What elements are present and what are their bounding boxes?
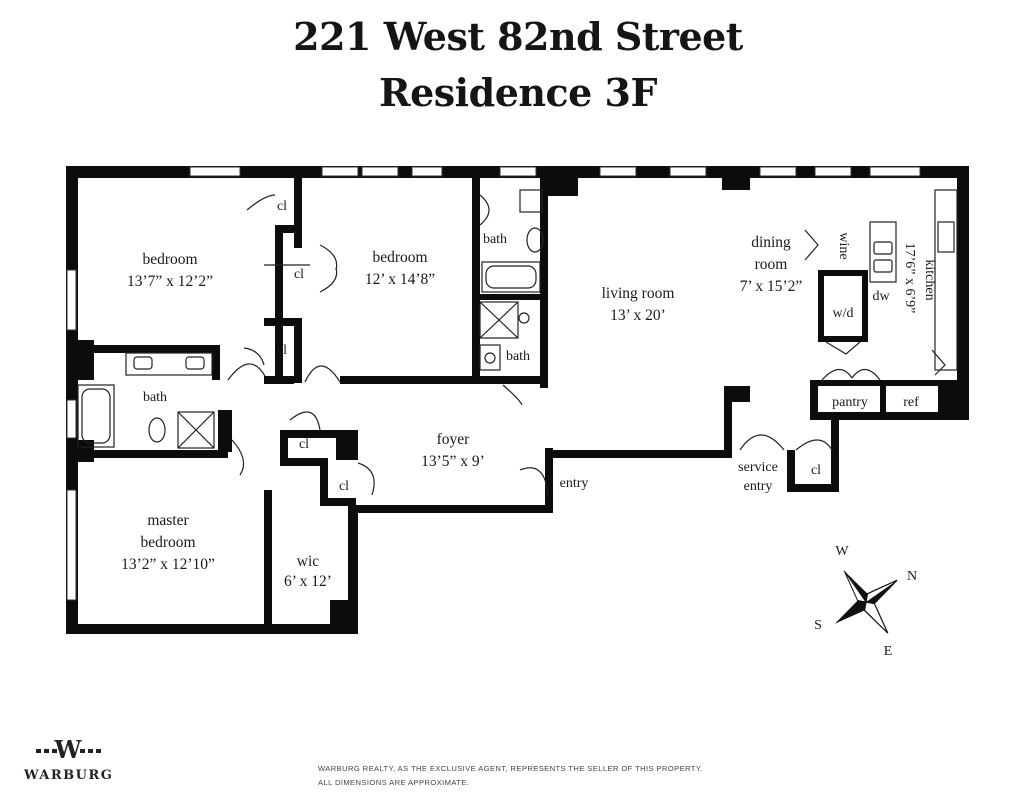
living-room-size: 13’ x 20’ [610, 307, 666, 324]
pantry-label: pantry [832, 395, 868, 410]
floorplan-title-address: 221 West 82nd Street [293, 14, 743, 59]
ref-label: ref [903, 395, 919, 410]
wine-label: wine [836, 232, 851, 259]
dining-size: 7’ x 15’2” [740, 278, 803, 295]
bath-label-1: bath [483, 232, 507, 247]
room-labels: bedroom 13’7” x 12’2” bedroom 12’ x 14’8… [121, 199, 937, 590]
bath-label-2: bath [506, 349, 530, 364]
wic-size: 6’ x 12’ [284, 573, 332, 590]
foyer-size: 13’5” x 9’ [421, 453, 485, 470]
master-bedroom-line2: bedroom [140, 534, 195, 551]
compass-e: E [884, 644, 893, 659]
compass-n: N [907, 569, 917, 584]
master-bedroom-line1: master [147, 512, 189, 529]
compass-w: W [835, 544, 849, 559]
closet-label-6: cl [811, 463, 821, 478]
kitchen-size: 17’6” x 6’9” [902, 243, 917, 314]
closet-label-4: cl [299, 437, 309, 452]
floorplan-title-residence: Residence 3F [379, 70, 657, 115]
bath-label-3: bath [143, 390, 167, 405]
doors [227, 194, 946, 496]
foyer-label: foyer [437, 431, 471, 448]
closet-label-1: cl [277, 199, 287, 214]
dining-label-line1: dining [751, 234, 791, 251]
bedroom2-size: 12’ x 14’8” [365, 271, 435, 288]
windows [66, 166, 921, 601]
living-room-label: living room [602, 285, 675, 302]
bedroom2-label: bedroom [372, 249, 427, 266]
service-entry-line1: service [738, 460, 778, 475]
logo-mark: W [54, 735, 83, 764]
dining-label-line2: room [755, 256, 788, 273]
compass-rose [834, 570, 898, 634]
entry-label: entry [560, 476, 589, 491]
interior-walls [78, 178, 938, 630]
fixtures [77, 189, 958, 449]
service-entry-line2: entry [744, 479, 773, 494]
disclaimer-line2: ALL DIMENSIONS ARE APPROXIMATE. [318, 778, 470, 787]
disclaimer: WARBURG REALTY, AS THE EXCLUSIVE AGENT, … [318, 762, 703, 790]
bedroom1-size: 13’7” x 12’2” [127, 273, 213, 290]
closet-label-2: cl [294, 267, 304, 282]
brand-name: WARBURG [24, 768, 114, 783]
washer-dryer-label: w/d [833, 306, 854, 321]
wic-label: wic [297, 553, 320, 570]
warburg-logo-icon: W [36, 735, 101, 764]
dishwasher-label: dw [872, 289, 890, 304]
closet-label-3: cl [277, 343, 287, 358]
compass-s: S [814, 618, 822, 633]
master-bedroom-size: 13’2” x 12’10” [121, 556, 215, 573]
kitchen-label: kitchen [922, 259, 937, 300]
disclaimer-line1: WARBURG REALTY, AS THE EXCLUSIVE AGENT, … [318, 764, 703, 773]
bedroom1-label: bedroom [142, 251, 197, 268]
closet-label-5: cl [339, 479, 349, 494]
